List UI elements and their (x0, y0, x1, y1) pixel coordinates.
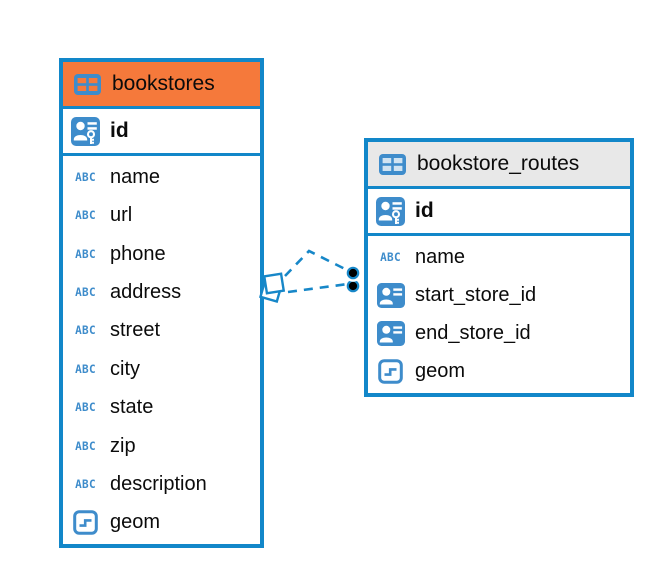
column-row-pk[interactable]: id (368, 189, 630, 236)
column-name: state (110, 396, 154, 419)
reference-type-icon (375, 321, 406, 347)
column-name: start_store_id (415, 283, 537, 306)
column-name: geom (110, 511, 161, 534)
column-row[interactable]: ABC description (63, 465, 260, 503)
column-name: id (110, 119, 129, 142)
relationship-line-end-store[interactable] (287, 282, 349, 294)
column-name: zip (110, 434, 136, 457)
text-type-icon: ABC (75, 400, 96, 415)
text-type-icon: ABC (75, 285, 96, 300)
column-row[interactable]: ABC name (368, 238, 630, 276)
column-row[interactable]: ABC zip (63, 427, 260, 465)
table-icon (377, 153, 408, 175)
text-type-icon: ABC (75, 247, 96, 261)
text-type-icon: ABC (380, 250, 401, 264)
primary-key-icon (70, 116, 101, 146)
column-row[interactable]: ABC name (63, 158, 260, 196)
column-name: name (415, 245, 466, 268)
relationship-line-start-store[interactable] (284, 249, 352, 277)
table-header-bookstore-routes[interactable]: bookstore_routes (368, 142, 630, 189)
column-name: name (110, 165, 161, 188)
table-header-bookstores[interactable]: bookstores (63, 62, 260, 109)
text-type-icon: ABC (75, 362, 96, 377)
table-name: bookstores (112, 72, 215, 95)
column-name: address (110, 280, 182, 303)
entity-table-bookstores[interactable]: bookstores id ABC name (59, 58, 264, 548)
column-name: id (415, 199, 434, 222)
column-name: phone (110, 242, 166, 265)
table-icon (72, 73, 103, 95)
column-name: street (110, 319, 161, 342)
column-row-pk[interactable]: id (63, 109, 260, 156)
table-name: bookstore_routes (417, 152, 580, 175)
column-name: end_store_id (415, 322, 531, 345)
primary-key-icon (375, 196, 406, 226)
column-name: city (110, 357, 140, 380)
text-type-icon: ABC (75, 477, 96, 492)
text-type-icon: ABC (75, 324, 96, 338)
column-row[interactable]: ABC url (63, 196, 260, 234)
column-row[interactable]: end_store_id (368, 315, 630, 353)
relationship-source-marker-front[interactable] (262, 272, 286, 295)
geometry-type-icon (70, 510, 101, 536)
geometry-type-icon (375, 359, 406, 385)
column-row[interactable]: ABC state (63, 388, 260, 426)
column-row[interactable]: geom (368, 353, 630, 391)
entity-table-bookstore-routes[interactable]: bookstore_routes id ABC name (364, 138, 634, 397)
column-row[interactable]: ABC phone (63, 235, 260, 273)
column-name: geom (415, 360, 466, 383)
text-type-icon: ABC (75, 208, 96, 223)
text-type-icon: ABC (75, 439, 96, 453)
column-row[interactable]: start_store_id (368, 276, 630, 314)
reference-type-icon (375, 282, 406, 308)
relationship-target-marker-bottom[interactable] (346, 279, 360, 293)
column-row[interactable]: geom (63, 504, 260, 542)
column-name: url (110, 204, 133, 227)
text-type-icon: ABC (75, 170, 96, 185)
column-name: description (110, 472, 207, 495)
column-row[interactable]: ABC street (63, 312, 260, 350)
column-row[interactable]: ABC city (63, 350, 260, 388)
column-row[interactable]: ABC address (63, 273, 260, 311)
relationship-target-marker-top[interactable] (346, 266, 360, 280)
